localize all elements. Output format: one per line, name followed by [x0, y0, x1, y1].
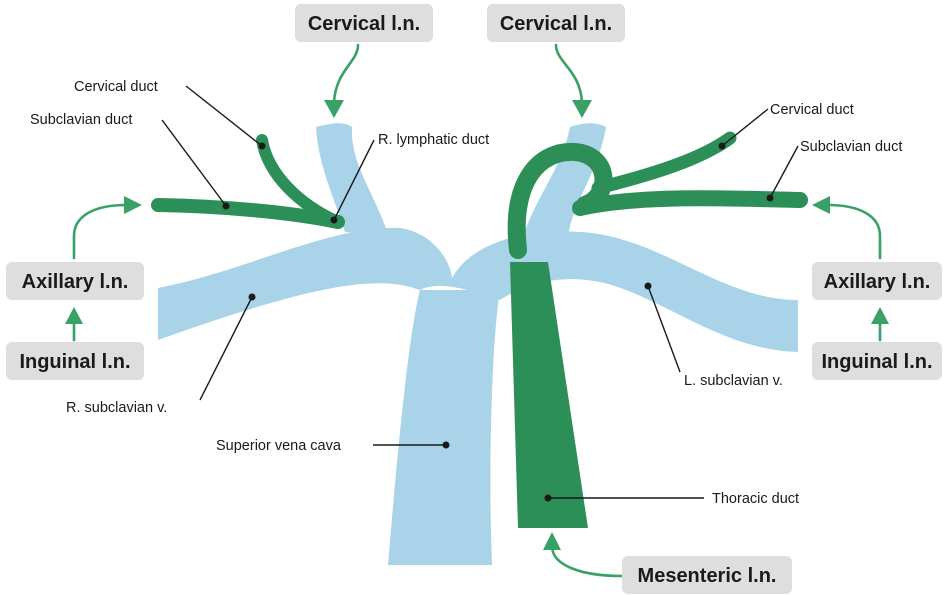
arrow-mesenteric — [552, 546, 622, 576]
svg-text:Inguinal l.n.: Inguinal l.n. — [19, 351, 130, 373]
label-l-subclavian-v: L. subclavian v. — [684, 373, 783, 389]
thoracic-duct-shape — [510, 262, 588, 528]
label-superior-vena-cava: Superior vena cava — [216, 438, 342, 454]
svg-text:Axillary l.n.: Axillary l.n. — [22, 271, 129, 293]
node-cervical-left: Cervical l.n. — [487, 4, 625, 42]
arrow-axillary-left — [828, 205, 880, 258]
svg-text:Cervical l.n.: Cervical l.n. — [500, 13, 612, 35]
arrow-head-mesenteric — [543, 532, 561, 550]
arrow-head-inguinal-right — [65, 307, 83, 324]
arrow-cervical-right — [334, 45, 358, 102]
node-cervical-right: Cervical l.n. — [295, 4, 433, 42]
svg-text:Inguinal l.n.: Inguinal l.n. — [821, 351, 932, 373]
arrow-axillary-right — [74, 205, 126, 258]
svg-text:Axillary l.n.: Axillary l.n. — [824, 271, 931, 293]
arrow-head-axillary-left — [812, 196, 830, 214]
arrow-head-cervical-left — [572, 100, 592, 118]
veins — [158, 123, 798, 565]
node-axillary-right: Axillary l.n. — [6, 262, 144, 300]
label-r-lymphatic-duct: R. lymphatic duct — [378, 132, 489, 148]
svg-text:Mesenteric l.n.: Mesenteric l.n. — [638, 565, 777, 587]
arrow-head-axillary-right — [124, 196, 142, 214]
arrow-cervical-left — [556, 45, 582, 102]
arrow-head-cervical-right — [324, 100, 344, 118]
label-cervical-duct-right: Cervical duct — [74, 79, 158, 95]
node-inguinal-right: Inguinal l.n. — [6, 342, 144, 380]
node-axillary-left: Axillary l.n. — [812, 262, 942, 300]
label-subclavian-duct-right: Subclavian duct — [30, 112, 132, 128]
label-r-subclavian-v: R. subclavian v. — [66, 400, 167, 416]
node-mesenteric: Mesenteric l.n. — [622, 556, 792, 594]
label-cervical-duct-left: Cervical duct — [770, 102, 854, 118]
left-cervical-duct-shape — [598, 138, 730, 188]
label-subclavian-duct-left: Subclavian duct — [800, 139, 902, 155]
node-inguinal-left: Inguinal l.n. — [812, 342, 942, 380]
left-subclavian-vein-shape — [452, 231, 798, 352]
superior-vena-cava-shape — [388, 290, 500, 565]
svg-text:Cervical l.n.: Cervical l.n. — [308, 13, 420, 35]
label-thoracic-duct: Thoracic duct — [712, 491, 799, 507]
arrow-head-inguinal-left — [871, 307, 889, 324]
